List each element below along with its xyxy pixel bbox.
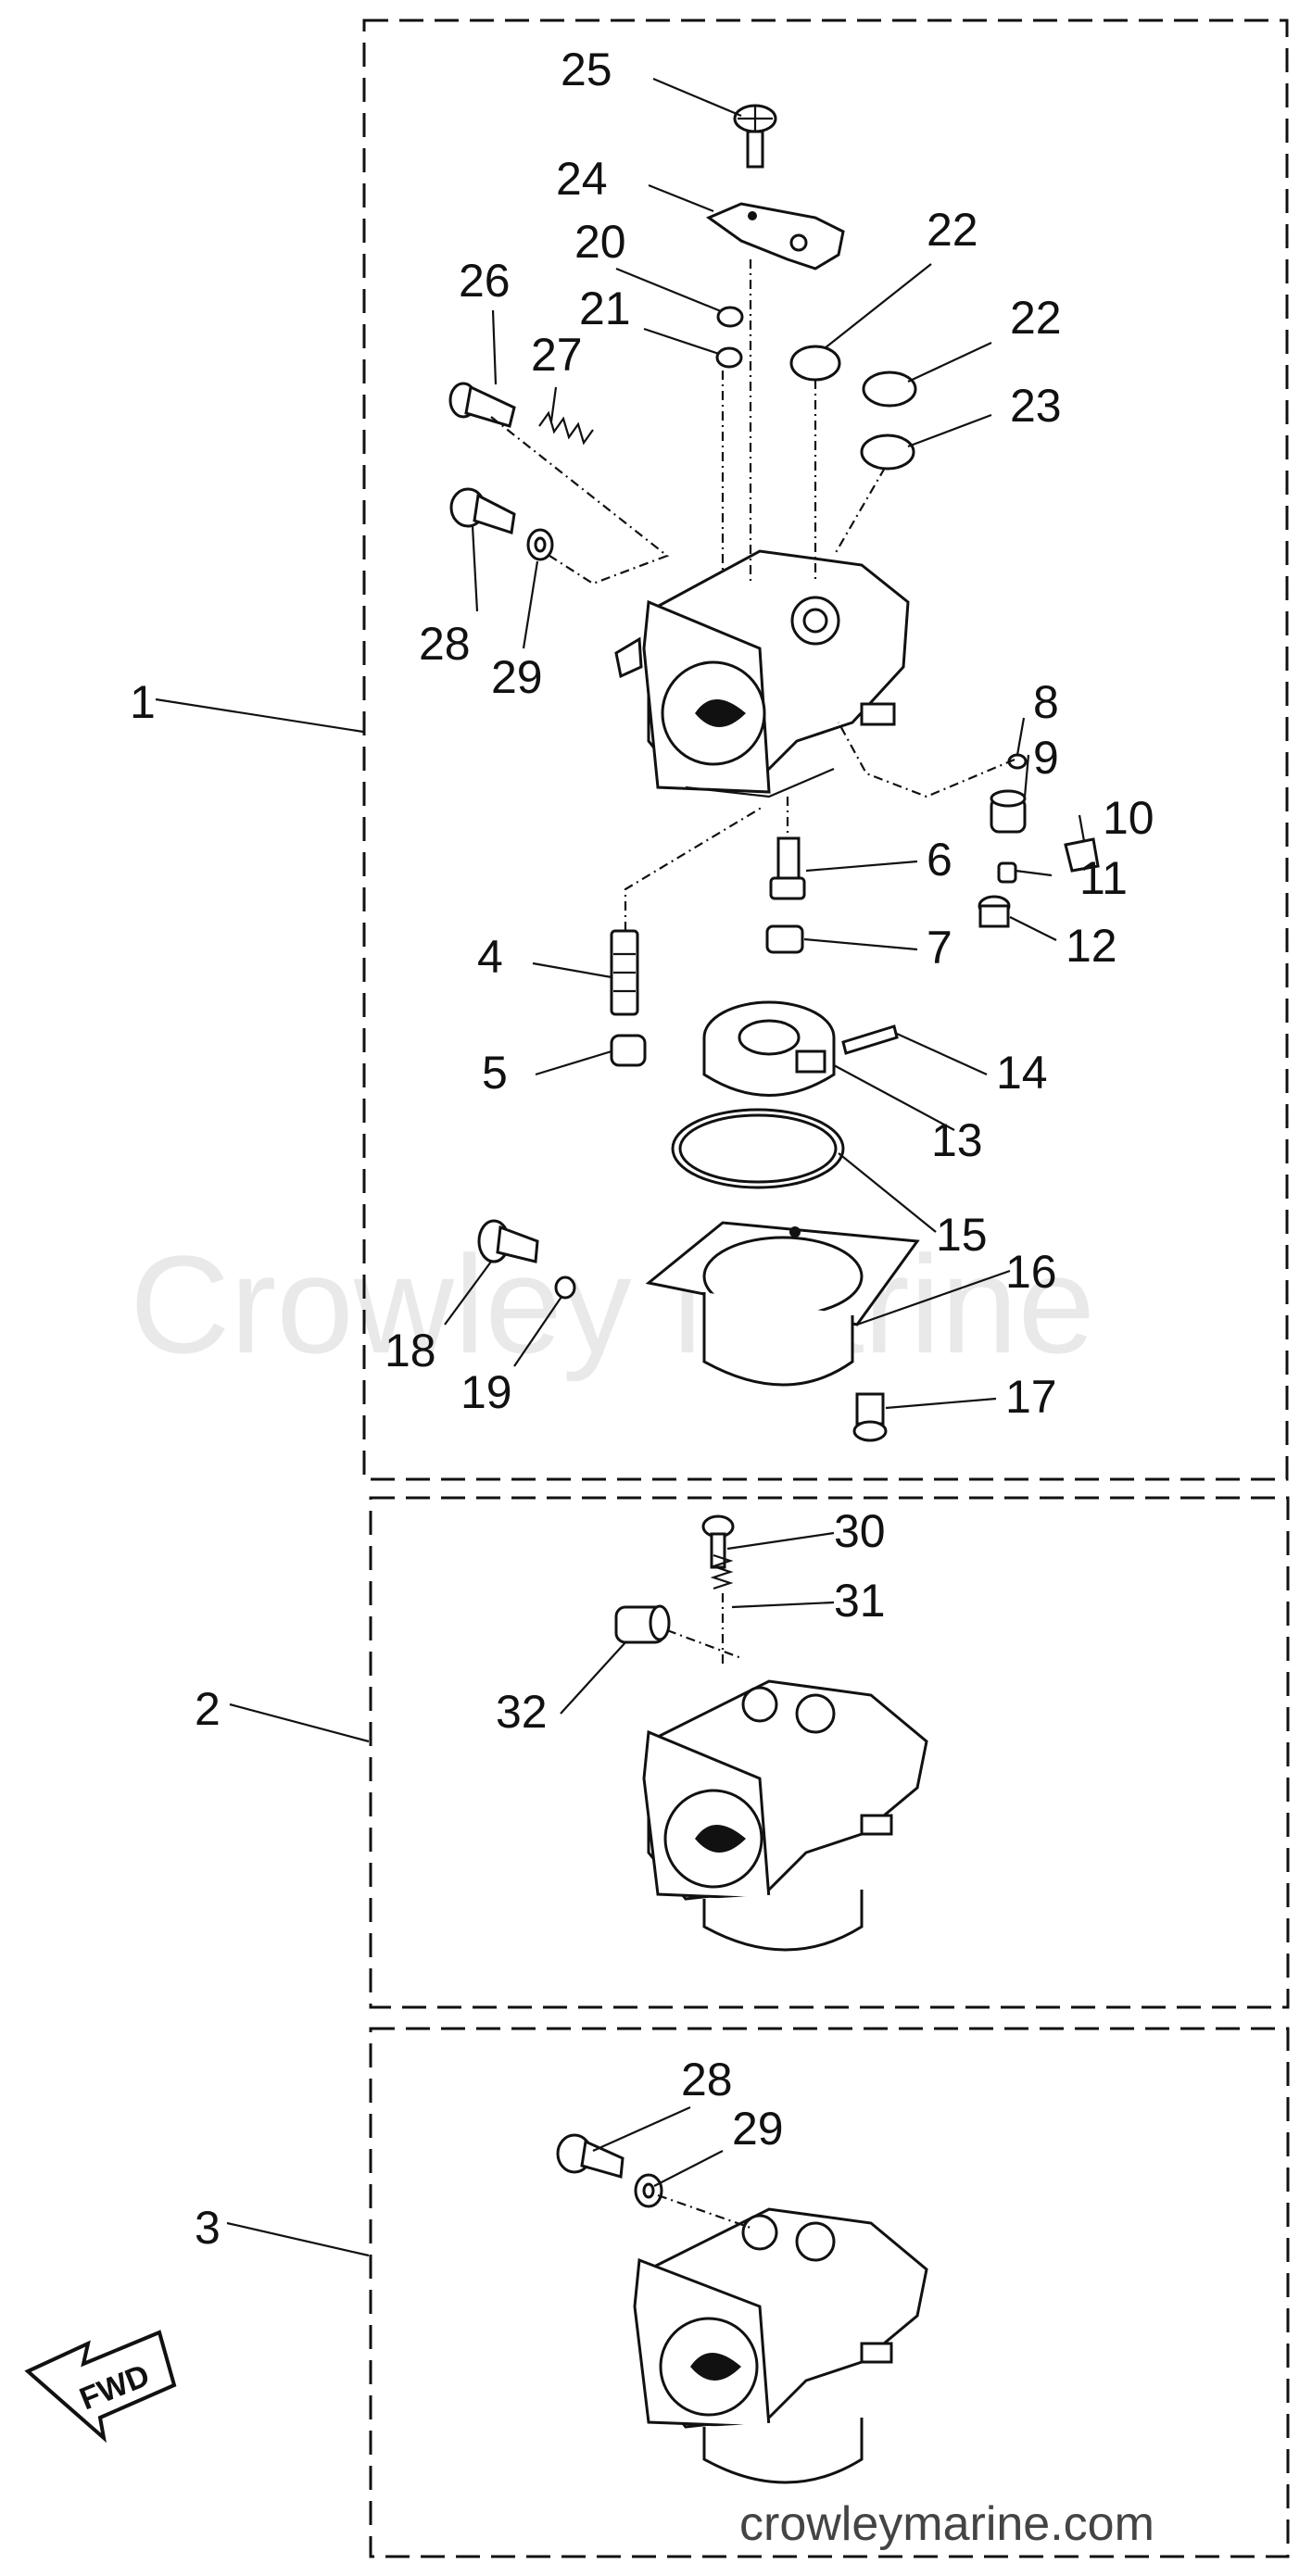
group-box-2 (369, 1496, 1290, 2009)
callout-22: 22 (927, 204, 978, 256)
callout-26: 26 (459, 255, 511, 307)
callout-24: 24 (556, 153, 608, 205)
part-9-jet (990, 789, 1027, 834)
part-32-plug (614, 1604, 671, 1644)
callout-19: 19 (460, 1366, 512, 1418)
part-16-float-bowl (645, 1221, 920, 1387)
callout-32: 32 (496, 1686, 548, 1738)
callout-8: 8 (1033, 676, 1059, 728)
part-31-spring (710, 1553, 734, 1590)
callout-labels: 1 2 3 25 24 20 21 22 22 23 26 27 28 29 8… (130, 44, 1154, 2254)
callout-27: 27 (531, 329, 583, 381)
part-23-plug (860, 434, 915, 471)
callout-18: 18 (385, 1325, 436, 1376)
callout-16: 16 (1005, 1246, 1057, 1298)
part-28-bolt (449, 487, 516, 534)
part-19-washer (554, 1275, 576, 1300)
part-20-plug (716, 306, 744, 328)
part-25-screw (733, 104, 777, 169)
part-7-plug (765, 924, 804, 954)
callout-12: 12 (1066, 920, 1117, 972)
callout-28: 28 (419, 618, 471, 670)
fwd-arrow: FWD (24, 2330, 177, 2444)
callout-2: 2 (195, 1683, 221, 1735)
part-21-plug (715, 346, 743, 369)
part-4-jet (610, 929, 639, 1016)
callout-17: 17 (1005, 1371, 1057, 1423)
callout-29-b: 29 (732, 2103, 784, 2155)
callout-10: 10 (1103, 792, 1154, 844)
callout-28-b: 28 (681, 2054, 733, 2105)
watermark: Crowley Marine (130, 1226, 1095, 1382)
group-box-3 (369, 2027, 1290, 2558)
part-30-screw (701, 1514, 735, 1569)
part-28-bolt-b (556, 2133, 624, 2179)
part-3-carburetor-assembly (633, 2207, 928, 2484)
part-6-nozzle (769, 836, 806, 900)
callout-5: 5 (482, 1047, 508, 1099)
callout-30: 30 (834, 1505, 886, 1557)
callout-29: 29 (491, 651, 543, 703)
callout-20: 20 (574, 216, 626, 268)
part-26-screw (448, 382, 516, 428)
callout-7: 7 (927, 922, 952, 974)
part-22-plug-b (862, 371, 917, 408)
part-24-plate (705, 202, 845, 270)
group-box-1 (362, 19, 1289, 1481)
callout-21: 21 (579, 283, 631, 334)
part-1-carburetor-body (614, 549, 910, 798)
part-11-jet (997, 861, 1017, 884)
part-22-plug (789, 345, 841, 382)
callout-3: 3 (195, 2202, 221, 2254)
callout-6: 6 (927, 834, 952, 886)
part-18-bolt (477, 1219, 539, 1263)
callout-15: 15 (936, 1209, 988, 1261)
callout-11: 11 (1079, 852, 1128, 904)
part-12-plug (978, 895, 1011, 928)
part-17-screw (852, 1392, 888, 1442)
part-13-float (702, 1000, 836, 1097)
callout-23: 23 (1010, 380, 1062, 432)
part-14-pin (841, 1024, 899, 1055)
part-27-spring (538, 410, 594, 446)
callout-4: 4 (477, 931, 503, 983)
callout-1: 1 (130, 676, 156, 728)
part-2-carburetor-assembly (642, 1679, 928, 1952)
callout-22-b: 22 (1010, 292, 1062, 344)
callout-13: 13 (931, 1114, 983, 1166)
footer-url: crowleymarine.com (739, 2497, 1154, 2551)
leader-lines (155, 77, 1086, 2257)
callout-31: 31 (834, 1575, 886, 1627)
part-5-plug (610, 1034, 647, 1067)
callout-9: 9 (1033, 732, 1059, 784)
callout-25: 25 (561, 44, 612, 95)
callout-14: 14 (996, 1047, 1048, 1099)
